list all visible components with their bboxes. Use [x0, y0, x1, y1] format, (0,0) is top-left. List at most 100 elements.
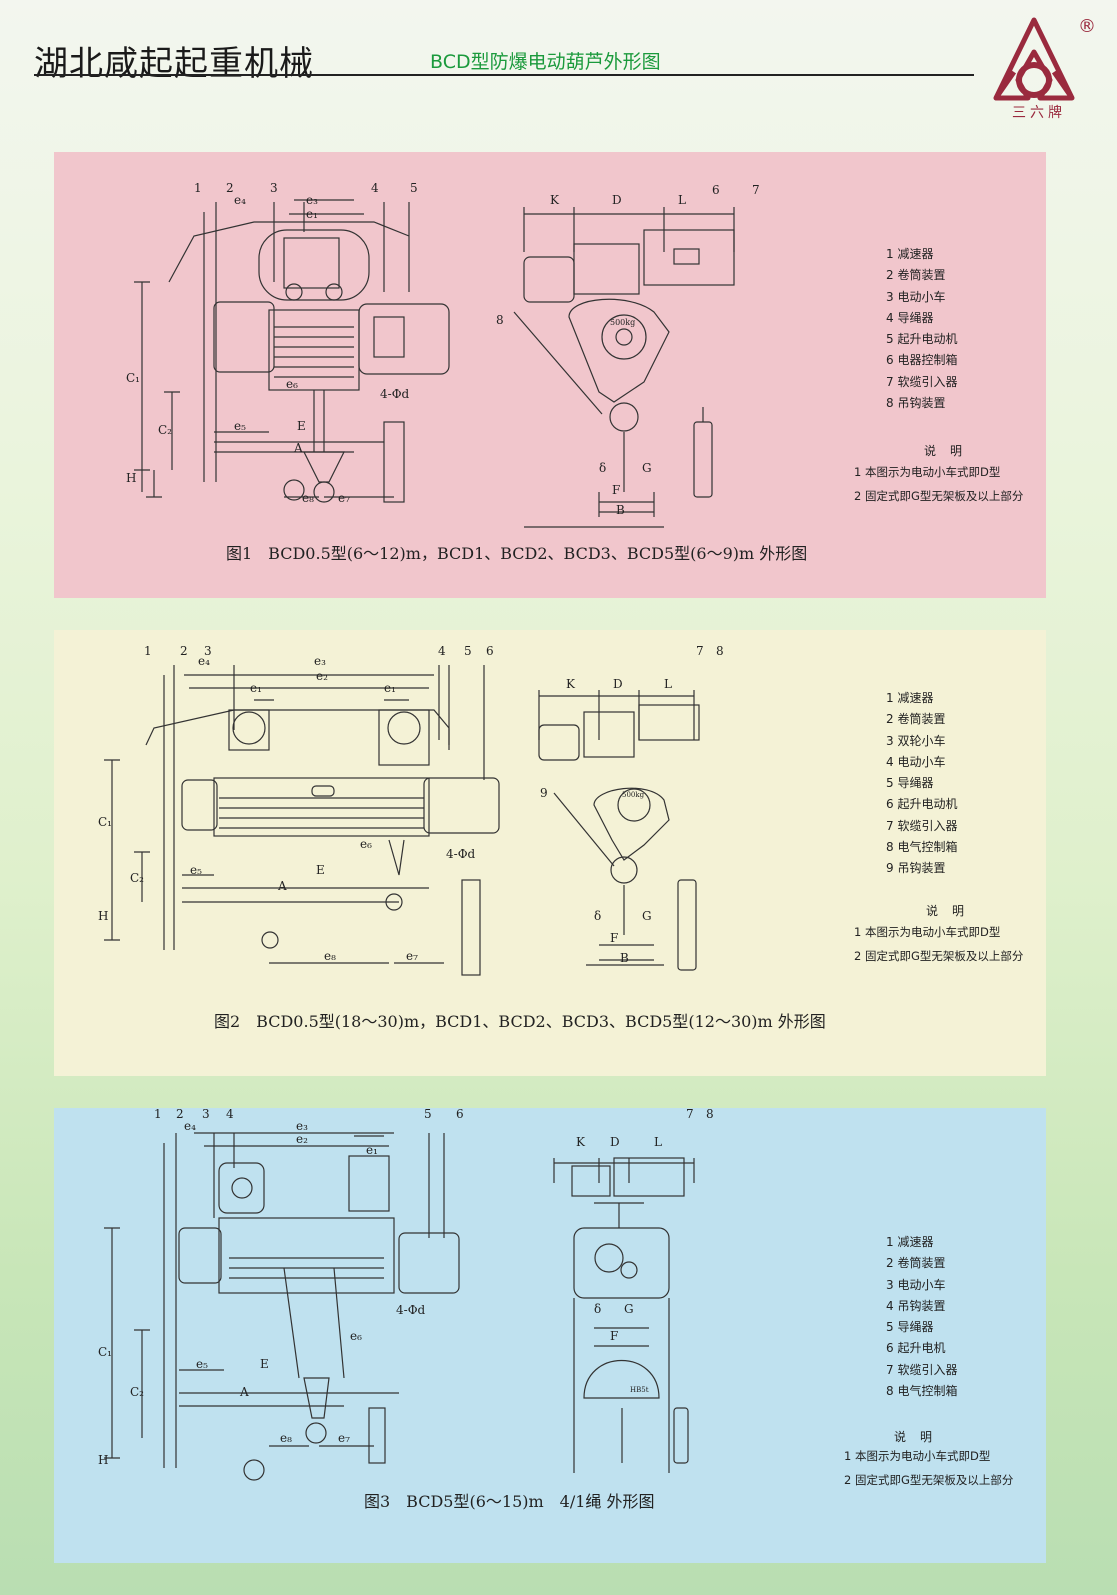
reducer-body	[213, 301, 275, 373]
dim-e1: e₁	[366, 1143, 378, 1157]
header-rule	[34, 74, 974, 76]
legend-item: 7 软缆引入器	[886, 818, 958, 833]
legend-item: 9 吊钩装置	[886, 861, 946, 876]
note-item: 2 固定式即G型无架板及以上部分	[854, 489, 1024, 503]
dim-a: A	[277, 879, 287, 893]
legend-item: 2 卷筒装置	[886, 1256, 946, 1271]
i-beam-flange	[145, 709, 450, 746]
callout-6: 6	[456, 1108, 464, 1121]
note-item: 1 本图示为电动小车式即D型	[854, 925, 1001, 939]
dim-l: L	[654, 1135, 662, 1149]
dim-b: B	[616, 503, 625, 517]
dim-e2: e₂	[316, 669, 328, 683]
legend-item: 3 电动小车	[886, 1277, 946, 1292]
callout-5: 5	[424, 1108, 432, 1121]
dim-e2: e₂	[296, 1132, 308, 1146]
control-box	[613, 1157, 685, 1197]
drum-body	[218, 1217, 395, 1294]
dim-k: K	[550, 193, 560, 207]
dim-e8: e₈	[280, 1431, 292, 1445]
dim-k: K	[576, 1135, 586, 1149]
callout-6: 6	[486, 644, 494, 658]
legend-item: 8 吊钩装置	[886, 396, 946, 411]
page-header: 湖北咸起起重机械 BCD型防爆电动葫芦外形图 ® 三六牌	[0, 0, 1117, 140]
callout-8: 8	[496, 313, 504, 327]
legend-item: 6 起升电机	[886, 1341, 946, 1356]
dim-c2: C₂	[130, 1385, 144, 1399]
legend-item: 8 电气控制箱	[886, 840, 958, 855]
legend-item: 1 减速器	[886, 247, 934, 261]
dim-c1: C₁	[98, 1345, 112, 1359]
legend-item: 5 导绳器	[886, 776, 934, 791]
legend-item: 6 起升电动机	[886, 797, 958, 812]
note-item: 2 固定式即G型无架板及以上部分	[854, 949, 1024, 963]
dim-e7: e₇	[338, 491, 350, 505]
callout-2: 2	[226, 181, 234, 195]
dim-h: H	[98, 1453, 108, 1467]
dim-holes: 4-Φd	[380, 387, 410, 401]
parts-legend-1: 1 减速器 2 卷筒装置 3 电动小车 4 导绳器 5 起升电动机 6 电器控制…	[886, 244, 957, 414]
dim-e4: e₄	[234, 193, 246, 207]
legend-item: 6 电器控制箱	[886, 353, 958, 368]
dim-g: G	[624, 1302, 634, 1316]
callout-1: 1	[154, 1108, 162, 1121]
dim-d: D	[612, 193, 622, 207]
parts-legend-2: 1 减速器 2 卷筒装置 3 双轮小车 4 电动小车 5 导绳器 6 起升电动机…	[886, 688, 957, 880]
motor-body	[423, 777, 500, 834]
company-name: 湖北咸起起重机械	[34, 44, 314, 84]
motor-body	[358, 303, 450, 375]
registered-mark: ®	[1078, 16, 1096, 37]
dim-a: A	[293, 441, 303, 455]
dim-e1: e₁	[306, 207, 318, 221]
legend-item: 5 起升电动机	[886, 332, 958, 347]
dim-a: A	[239, 1385, 249, 1399]
dim-k: K	[566, 677, 576, 691]
dim-e5: e₅	[190, 863, 202, 877]
callout-3: 3	[202, 1108, 210, 1121]
legend-item: 2 卷筒装置	[886, 712, 946, 727]
callout-3: 3	[270, 181, 278, 195]
dim-e6: e₆	[286, 377, 298, 391]
brand-name: 三六牌	[1012, 105, 1066, 121]
dim-d: D	[613, 677, 623, 691]
end-motor	[571, 1165, 611, 1197]
end-hook-block	[610, 856, 638, 884]
callout-1: 1	[144, 644, 152, 658]
dim-e3: e₃	[296, 1119, 308, 1133]
legend-item: 3 双轮小车	[886, 733, 946, 748]
end-motor	[523, 256, 575, 303]
legend-item: 7 软缆引入器	[886, 1362, 958, 1377]
load-plate: HB5t	[630, 1386, 649, 1394]
callout-8: 8	[716, 644, 724, 658]
notes-title-3: 说明	[894, 1430, 947, 1444]
legend-item: 4 导绳器	[886, 310, 934, 325]
callout-8: 8	[706, 1108, 714, 1121]
parts-legend-3: 1 减速器 2 卷筒装置 3 电动小车 4 吊钩装置 5 导绳器 6 起升电机 …	[886, 1232, 957, 1402]
end-hoist-body	[573, 1227, 670, 1299]
dim-e3: e₃	[314, 654, 326, 668]
notes-list-2: 1 本图示为电动小车式即D型 2 固定式即G型无架板及以上部分	[854, 920, 1023, 968]
dim-l: L	[678, 193, 686, 207]
note-item: 2 固定式即G型无架板及以上部分	[844, 1473, 1014, 1487]
dim-e3: e₃	[306, 193, 318, 207]
load-plate: 500kg	[610, 318, 635, 327]
note-item: 1 本图示为电动小车式即D型	[854, 465, 1001, 479]
legend-item: 8 电气控制箱	[886, 1384, 958, 1399]
legend-item: 3 电动小车	[886, 289, 946, 304]
trolley-frame	[258, 229, 370, 301]
dim-e4: e₄	[198, 654, 210, 668]
dim-e: E	[297, 419, 306, 433]
callout-2: 2	[180, 644, 188, 658]
pendant	[461, 879, 481, 976]
callout-5: 5	[410, 181, 418, 195]
dim-c2: C₂	[158, 423, 172, 437]
trolley-right	[348, 1155, 390, 1212]
legend-item: 1 减速器	[886, 1235, 934, 1249]
end-hoist-body	[568, 298, 670, 403]
dim-e7: e₇	[338, 1431, 350, 1445]
dim-delta: δ	[594, 909, 601, 923]
dim-l: L	[664, 677, 672, 691]
callout-4: 4	[438, 644, 446, 658]
callout-6: 6	[712, 183, 720, 197]
dim-delta: δ	[599, 461, 606, 475]
